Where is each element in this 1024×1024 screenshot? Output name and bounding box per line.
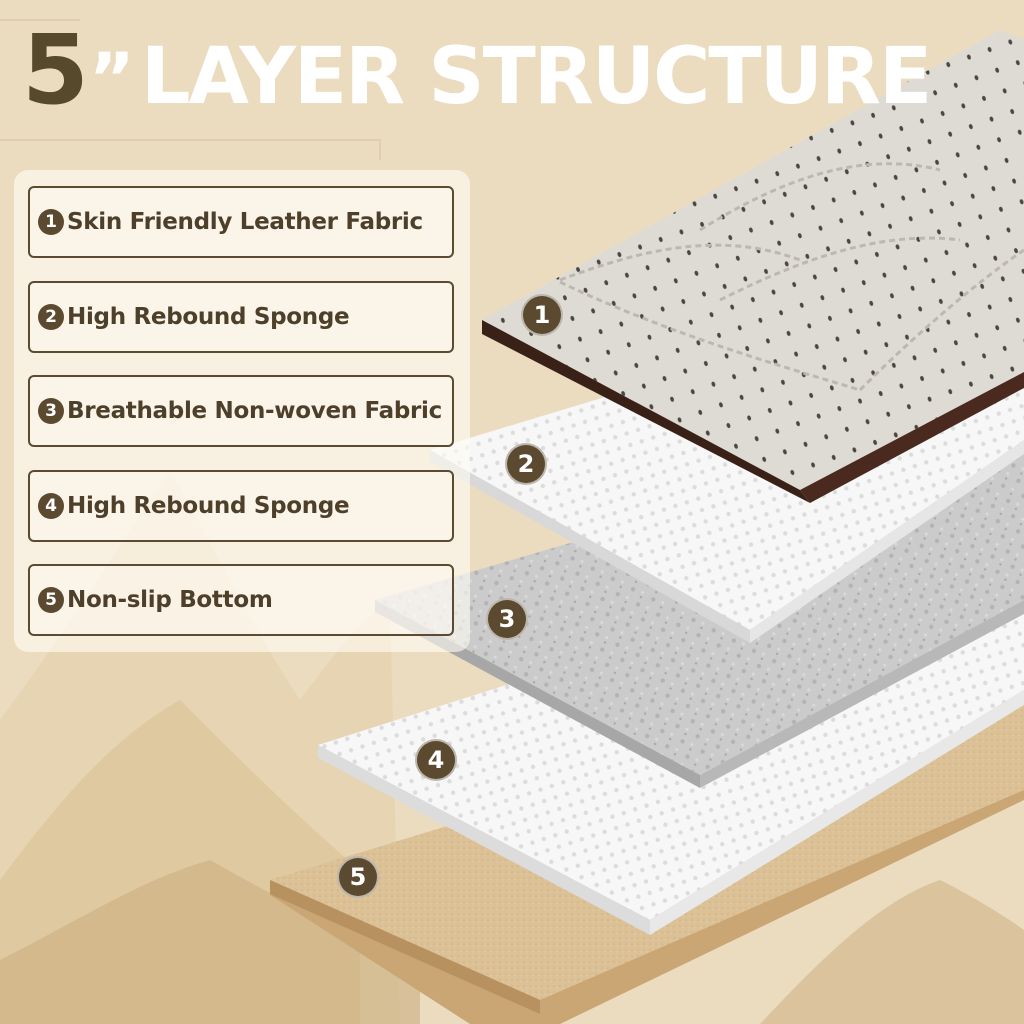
layer-item-3: 3 Breathable Non-woven Fabric [28,375,454,447]
layer-item-2: 2 High Rebound Sponge [28,281,454,353]
layer-item-label: Non-slip Bottom [67,587,273,613]
layer-item-5: 5 Non-slip Bottom [28,564,454,636]
layer-item-label: High Rebound Sponge [67,493,350,519]
layer-item-4: 4 High Rebound Sponge [28,470,454,542]
title-inch-mark: ” [88,38,135,120]
layer-item-label: High Rebound Sponge [67,304,350,330]
layer-number-badge: 4 [38,493,64,519]
layer-marker-3: 3 [486,598,528,640]
layer-number-badge: 2 [38,304,64,330]
layer-marker-2: 2 [505,443,547,485]
layer-number-badge: 3 [38,398,64,424]
layer-item-label: Skin Friendly Leather Fabric [67,209,423,235]
layer-item-1: 1 Skin Friendly Leather Fabric [28,186,454,258]
layer-number-badge: 1 [38,209,64,235]
layer-list-panel [14,170,470,652]
title-text: LAYER STRUCTURE [140,32,932,122]
layer-marker-1: 1 [521,294,563,336]
layer-marker-5: 5 [337,856,379,898]
layer-item-label: Breathable Non-woven Fabric [67,398,442,424]
layer-marker-4: 4 [415,739,457,781]
layer-1-shape [482,30,1024,503]
title-number: 5 [22,14,89,126]
layer-number-badge: 5 [38,587,64,613]
page-title: 5”LAYER STRUCTURE [22,22,932,120]
